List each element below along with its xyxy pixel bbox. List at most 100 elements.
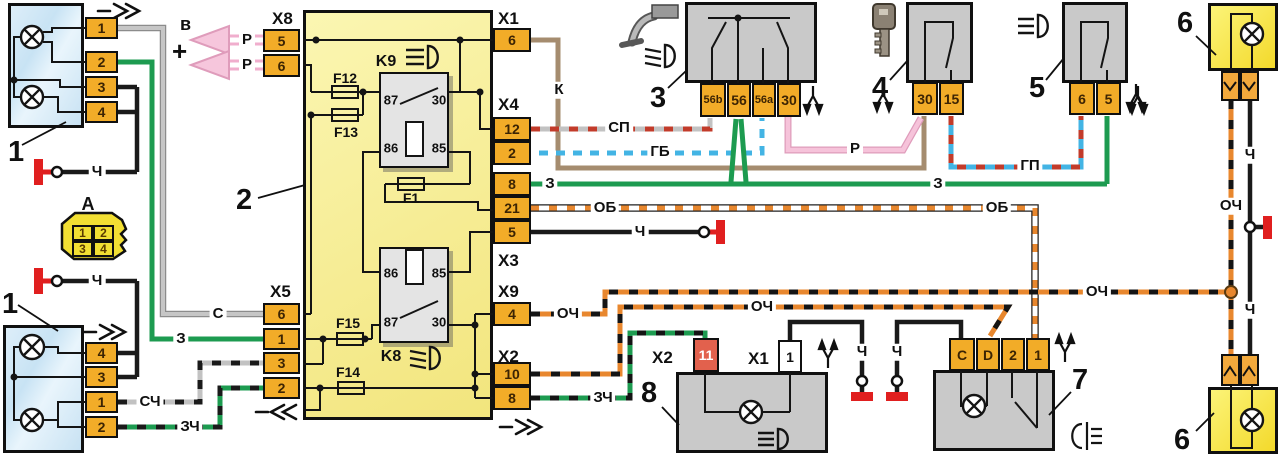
pin-lightswitch-5: 5 xyxy=(1096,82,1121,115)
pin-indicator-x1-1: 1 xyxy=(778,340,802,373)
pin-column-56b: 56b xyxy=(700,83,726,117)
wire-label-ch-2: Ч xyxy=(88,272,106,290)
wire-label-ch-4: Ч xyxy=(853,343,871,361)
indicator-box xyxy=(676,372,828,453)
wire-label-r-2: Р xyxy=(238,56,256,74)
component-internals xyxy=(13,13,1253,449)
relay-k8-85: 85 xyxy=(431,265,447,281)
wire-label-zch-1: ЗЧ xyxy=(177,418,203,436)
label-k9: K9 xyxy=(375,53,397,70)
relay-k8-86: 86 xyxy=(383,265,399,281)
relay-internals xyxy=(399,87,439,319)
wire-label-ch-6: Ч xyxy=(1241,146,1259,164)
label-x1: X1 xyxy=(498,9,519,28)
relay-k8-30: 30 xyxy=(431,314,447,330)
wire-och-lower xyxy=(531,304,1013,377)
numeral-ignition: 4 xyxy=(872,72,889,104)
pin-ignition-30: 30 xyxy=(912,82,938,115)
label-k8: K8 xyxy=(380,348,402,365)
pin-x4-12: 12 xyxy=(493,117,531,141)
label-plus: + xyxy=(172,36,188,66)
internal-dots xyxy=(10,14,742,381)
numeral-mounting-block: 2 xyxy=(236,184,253,216)
wire-label-ob-2: ОБ xyxy=(982,199,1012,217)
pin-x5-3: 3 xyxy=(263,352,300,374)
numeral-indicator: 8 xyxy=(641,377,658,409)
relay-k9-85: 85 xyxy=(431,140,447,156)
label-f14: F14 xyxy=(335,364,361,380)
rear-fog-icon xyxy=(1071,422,1102,450)
pin-x5-1: 1 xyxy=(263,328,300,350)
continuation-arrows xyxy=(82,2,544,436)
label-f13: F13 xyxy=(333,124,359,140)
wire-label-z-2: З xyxy=(542,175,558,193)
wire-label-z-3: З xyxy=(930,175,946,193)
pin-x2-10: 10 xyxy=(493,362,531,386)
ignition-switch-box xyxy=(906,2,973,83)
pin-headlamp-bottom-2: 2 xyxy=(85,416,118,438)
wire-gp xyxy=(948,116,1084,170)
label-indicator-x2: X2 xyxy=(652,348,673,367)
fog-switch-box xyxy=(933,370,1055,451)
pin-fog-2: 2 xyxy=(1001,338,1025,371)
wire-label-och-4: ОЧ xyxy=(1216,197,1246,215)
pin-column-56: 56 xyxy=(727,83,751,117)
light-switch-box xyxy=(1062,2,1128,83)
junction-dots xyxy=(307,36,484,392)
ground-symbols xyxy=(34,159,1272,401)
wire-label-och-2: ОЧ xyxy=(747,298,777,316)
relay-k8-box xyxy=(379,247,449,343)
pin-x4-2: 2 xyxy=(493,141,531,165)
connector-a-pin-3: 3 xyxy=(72,241,93,257)
wire-label-ch-1: Ч xyxy=(88,163,106,181)
pin-indicator-x2-11: 11 xyxy=(693,338,719,372)
marker-lamp-terminals xyxy=(1221,71,1259,386)
wire-k-brown xyxy=(531,37,927,171)
relay-k9-87: 87 xyxy=(383,92,399,108)
wire-label-ch-7: Ч xyxy=(1241,301,1259,319)
pin-headlamp-top-2: 2 xyxy=(85,51,118,73)
relay-k9-86: 86 xyxy=(383,140,399,156)
wire-label-r-3: Р xyxy=(846,140,864,158)
pin-x4-21: 21 xyxy=(493,196,531,220)
numeral-marker-top: 6 xyxy=(1177,7,1194,39)
bulb-symbols xyxy=(18,21,1265,433)
pin-headlamp-top-3: 3 xyxy=(85,76,118,98)
leader-lines xyxy=(17,35,1217,432)
wire-label-s: С xyxy=(209,305,227,323)
highbeam-icon-indicator xyxy=(758,427,789,451)
pin-x9-4: 4 xyxy=(493,302,531,326)
numeral-column-switch: 3 xyxy=(650,82,667,114)
pin-x8-5: 5 xyxy=(263,29,300,52)
label-connector-a: А xyxy=(81,194,95,214)
wire-label-ch-3: Ч xyxy=(631,223,649,241)
column-switch-box xyxy=(685,2,817,83)
wire-label-zch-2: ЗЧ xyxy=(590,389,616,407)
stalk-lever-icon xyxy=(619,4,679,48)
pin-x5-6: 6 xyxy=(263,303,300,325)
pin-column-30: 30 xyxy=(777,83,801,117)
pin-fog-1: 1 xyxy=(1026,338,1050,371)
wire-z-green-right xyxy=(531,116,1110,187)
label-f1: F1 xyxy=(402,190,420,206)
pin-fog-d: D xyxy=(976,338,1000,371)
key-icon xyxy=(872,3,896,57)
wire-zch-left xyxy=(118,385,263,430)
pin-x2-8: 8 xyxy=(493,386,531,410)
wire-label-z-1: З xyxy=(173,330,189,348)
wire-label-sp: СП xyxy=(605,119,633,137)
pin-x4-8: 8 xyxy=(493,172,531,196)
pin-x4-5: 5 xyxy=(493,220,531,244)
pin-x8-6: 6 xyxy=(263,54,300,77)
lowbeam-icon-k8 xyxy=(409,345,441,371)
label-x4: X4 xyxy=(498,95,519,114)
pin-headlamp-bottom-3: 3 xyxy=(85,366,118,388)
label-indicator-x1: X1 xyxy=(748,349,769,368)
wire-r-pink-right xyxy=(784,116,925,154)
label-f15: F15 xyxy=(335,315,361,331)
pin-headlamp-bottom-1: 1 xyxy=(85,391,118,413)
headlamp-top-block xyxy=(8,3,84,128)
fuse-symbols xyxy=(331,85,425,395)
numeral-fog-switch: 7 xyxy=(1072,364,1089,396)
internal-wiring xyxy=(303,39,493,411)
